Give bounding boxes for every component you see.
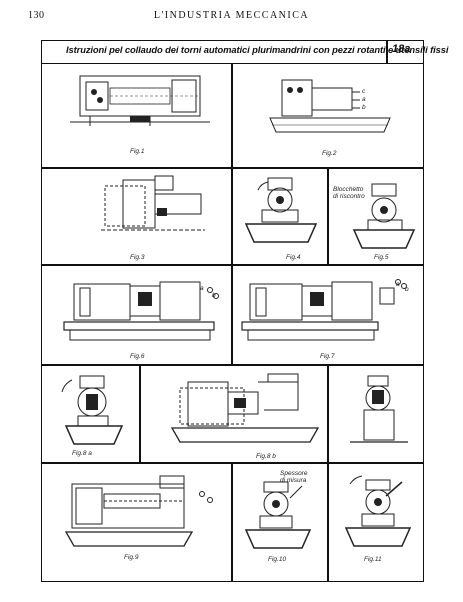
- figure-1-drawing: [60, 70, 220, 140]
- fig5-label: Blocchetto di riscontro: [333, 186, 365, 200]
- row-divider-1: [41, 167, 424, 169]
- fig2-point-b: b: [362, 104, 366, 111]
- plate-title: Istruzioni pel collaudo dei torni automa…: [66, 44, 449, 55]
- figure-6-caption: Fig.6: [130, 353, 145, 360]
- col-divider-row4b: [327, 364, 329, 462]
- fig5-label-line1: Blocchetto: [333, 186, 364, 193]
- figure-7-drawing: [240, 272, 416, 346]
- figure-3-caption: Fig.3: [130, 254, 145, 261]
- col-divider-row3: [231, 264, 233, 364]
- figure-10-drawing: [240, 480, 322, 556]
- figure-5-caption: Fig.5: [374, 254, 389, 261]
- running-head: L'INDUSTRIA MECCANICA: [153, 10, 310, 21]
- fig2-point-c: c: [362, 88, 366, 95]
- fig7-point-b: b: [405, 286, 409, 293]
- figure-8b-drawing: [168, 370, 322, 448]
- col-divider-row4a: [139, 364, 141, 462]
- col-divider-row1: [231, 64, 233, 167]
- figure-11-drawing: [336, 470, 418, 554]
- col-divider-row5a: [231, 462, 233, 582]
- header-divider: [386, 40, 388, 64]
- fig5-label-line2: di riscontro: [333, 193, 365, 200]
- fig6-point-b: b: [212, 292, 216, 299]
- figure-10-caption: Fig.10: [268, 556, 287, 563]
- row-divider-2: [41, 264, 424, 266]
- figure-2-caption: Fig.2: [322, 150, 337, 157]
- figure-6-drawing: [62, 272, 222, 346]
- figure-11-caption: Fig.11: [364, 556, 382, 563]
- figure-9-drawing: [60, 470, 220, 552]
- col-divider-row2b: [327, 167, 329, 264]
- figure-8a-drawing: [56, 372, 136, 450]
- figure-8a-caption: Fig.8 a: [72, 450, 92, 457]
- figure-3-drawing: [95, 172, 215, 244]
- col-divider-row5b: [327, 462, 329, 582]
- page-number: 130: [28, 10, 45, 21]
- figure-7-caption: Fig.7: [320, 353, 335, 360]
- fig10-label-line2: di misura: [280, 477, 307, 484]
- fig7-point-a: a: [396, 281, 400, 288]
- figure-9-caption: Fig.9: [124, 554, 139, 561]
- fig2-point-a: a: [362, 96, 366, 103]
- plate-code: 18a: [392, 43, 411, 55]
- figure-4-caption: Fig.4: [286, 254, 301, 261]
- row-divider-4: [41, 462, 424, 464]
- fig6-point-a: a: [200, 285, 204, 292]
- figure-8b-caption: Fig.8 b: [256, 453, 276, 460]
- row-divider-3: [41, 364, 424, 366]
- figure-1-caption: Fig.1: [130, 148, 145, 155]
- figure-2-drawing: [260, 70, 410, 142]
- fig10-label: Spessore di misura: [280, 470, 307, 484]
- figure-4-drawing: [240, 172, 322, 250]
- figure-8b-end-view: [340, 372, 416, 452]
- fig10-label-line1: Spessore: [280, 470, 308, 477]
- figure-5-drawing: [336, 172, 418, 252]
- plate-frame: [41, 40, 424, 582]
- col-divider-row2a: [231, 167, 233, 264]
- plate-header: [41, 40, 424, 64]
